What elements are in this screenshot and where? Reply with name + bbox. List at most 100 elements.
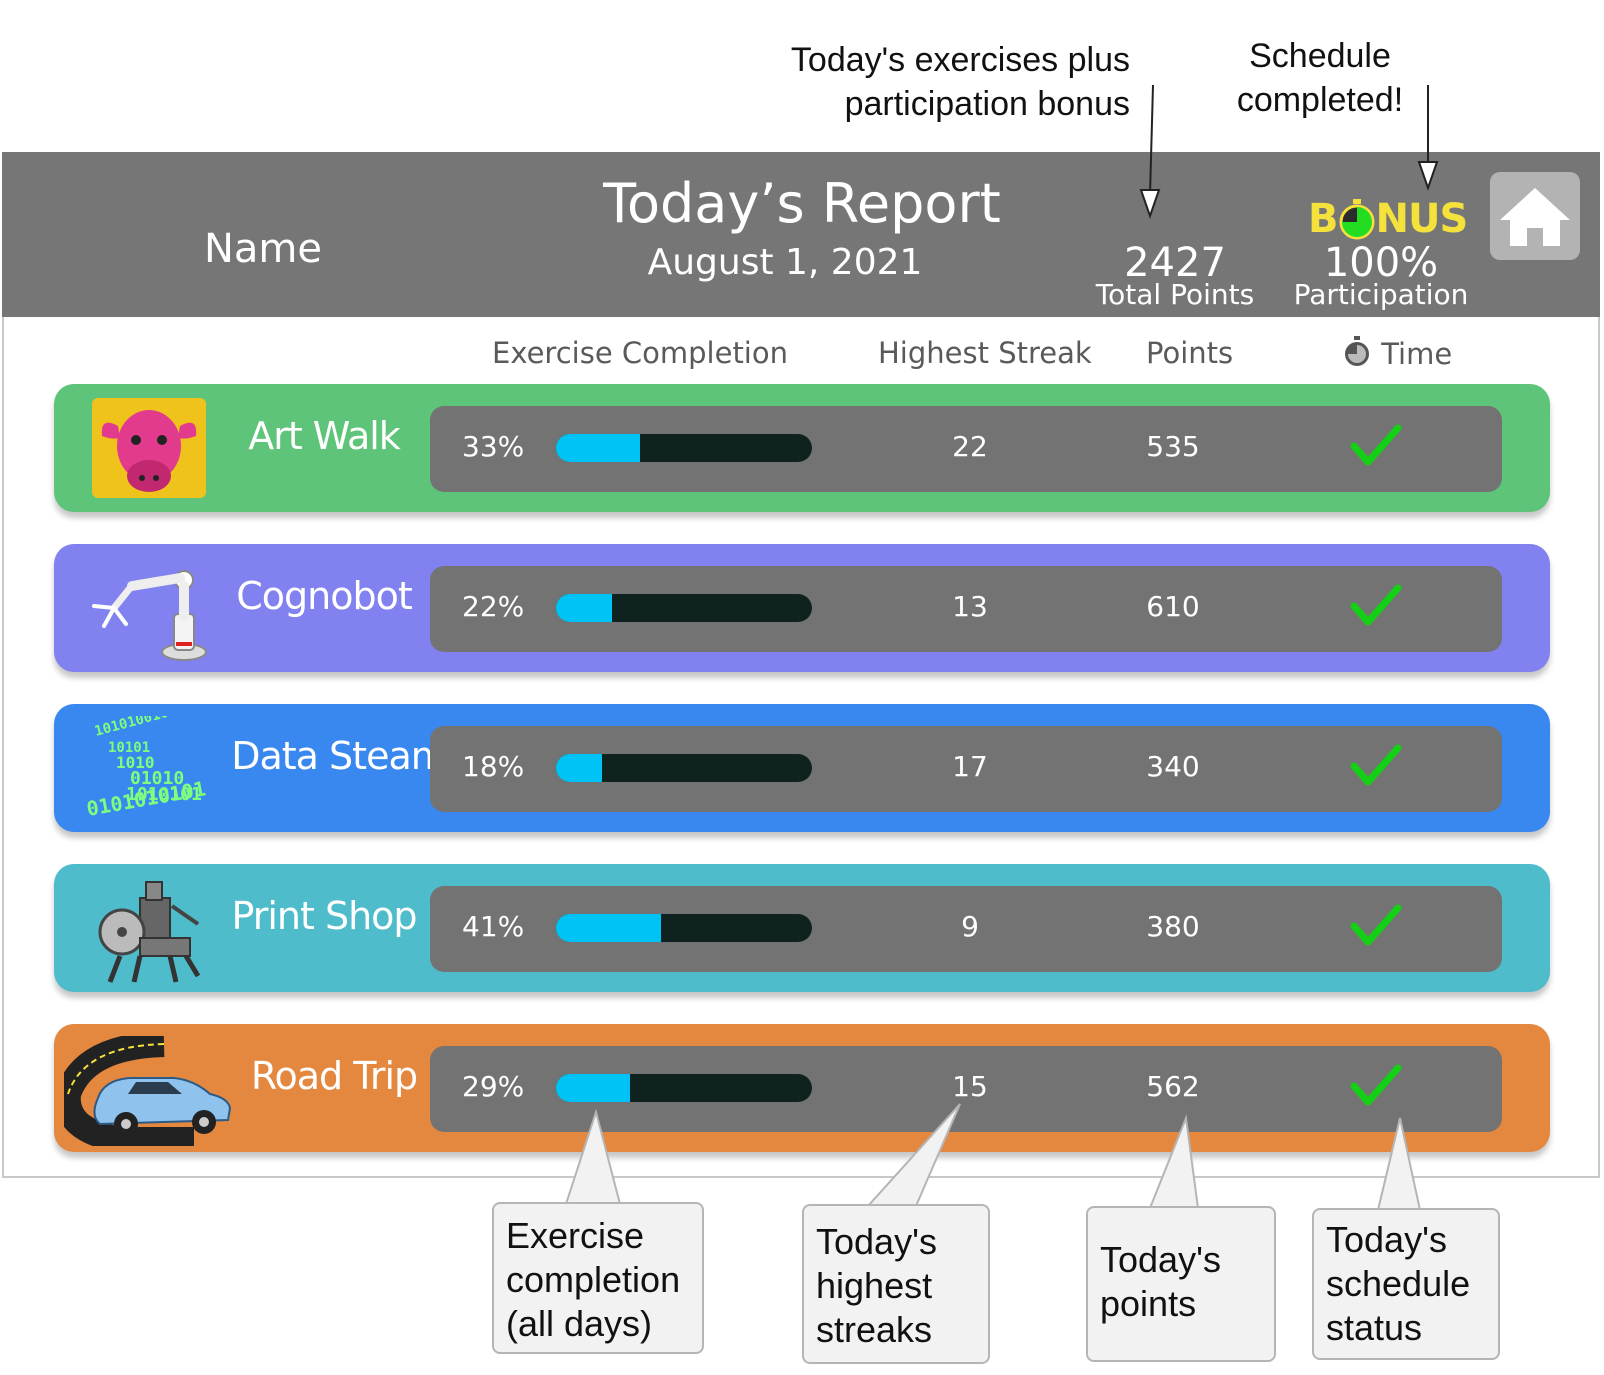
completion-percent: 18%	[462, 750, 525, 783]
activity-row[interactable]: Print Shop 41% 9 380	[54, 864, 1550, 992]
callout-line: highest	[816, 1265, 933, 1306]
highest-streak-value: 17	[952, 750, 988, 783]
robot-arm-icon	[90, 556, 208, 661]
callout-streak: Today's highest streaks	[802, 1204, 990, 1364]
highest-streak-value: 13	[952, 590, 988, 623]
total-points-value: 2427	[1124, 240, 1226, 286]
completion-progress-bar	[556, 914, 812, 942]
participation-label: Participation	[1293, 278, 1469, 311]
checkmark-icon	[1350, 424, 1402, 468]
progress-fill	[556, 594, 613, 622]
total-points-annotation: Today's exercises plus participation bon…	[740, 38, 1130, 126]
svg-text:10101: 10101	[108, 740, 150, 756]
annotation-line: Schedule	[1249, 37, 1391, 75]
progress-fill	[556, 1074, 631, 1102]
activity-name: Art Walk	[248, 414, 401, 458]
completion-percent: 29%	[462, 1070, 525, 1103]
annotation-line: completed!	[1236, 81, 1404, 119]
svg-text:01010: 01010	[130, 768, 184, 789]
checkmark-icon	[1350, 584, 1402, 628]
highest-streak-value: 9	[961, 910, 979, 943]
activity-row[interactable]: Cognobot 22% 13 610	[54, 544, 1550, 672]
callout-points: Today's points	[1086, 1206, 1276, 1362]
activity-row[interactable]: Road Trip 29% 15 562	[54, 1024, 1550, 1152]
pointer-schedule	[1376, 1117, 1422, 1211]
points-value: 610	[1146, 590, 1200, 623]
svg-text:1010101: 1010101	[126, 784, 202, 805]
arrow-head	[1417, 161, 1439, 192]
points-value: 535	[1146, 430, 1200, 463]
binary-stream-icon: 1010100101110001 10101 1010 01010 101010…	[86, 716, 208, 821]
column-header-points: Points	[1146, 336, 1234, 370]
completion-percent: 33%	[462, 430, 525, 463]
completion-progress-bar	[556, 434, 812, 462]
highest-streak-value: 15	[952, 1070, 988, 1103]
completion-progress-bar	[556, 754, 812, 782]
completion-progress-bar	[556, 1074, 812, 1102]
activity-stats: 41% 9 380	[430, 886, 1502, 972]
bonus-badge: B NUS	[1308, 196, 1469, 242]
callout-line: streaks	[816, 1309, 933, 1350]
highest-streak-value: 22	[952, 430, 988, 463]
callout-line: Today's	[1326, 1219, 1447, 1260]
callout-line: schedule	[1326, 1263, 1471, 1304]
progress-fill	[556, 754, 603, 782]
points-value: 380	[1146, 910, 1200, 943]
home-button[interactable]	[1490, 172, 1580, 260]
activity-stats: 33% 22 535	[430, 406, 1502, 492]
activity-name: Print Shop	[231, 894, 417, 938]
home-icon	[1500, 188, 1570, 246]
points-value: 340	[1146, 750, 1200, 783]
checkmark-icon	[1350, 904, 1402, 948]
activity-name: Road Trip	[250, 1054, 418, 1098]
report-header	[2, 152, 1600, 317]
progress-fill	[556, 914, 661, 942]
checkmark-icon	[1350, 1064, 1402, 1108]
points-value: 562	[1146, 1070, 1200, 1103]
callout-line: points	[1100, 1283, 1197, 1324]
activity-stats: 18% 17 340	[430, 726, 1502, 812]
time-label: Time	[1381, 337, 1453, 371]
column-header-completion: Exercise Completion	[492, 336, 788, 370]
callout-line: Today's	[816, 1221, 937, 1262]
activity-name: Cognobot	[236, 574, 413, 618]
callout-line: (all days)	[506, 1303, 653, 1344]
car-road-icon	[64, 1036, 234, 1146]
pointer-points	[1148, 1114, 1200, 1209]
cow-pop-art-icon	[90, 396, 208, 500]
completion-percent: 22%	[462, 590, 525, 623]
callout-completion: Exercise completion (all days)	[492, 1202, 704, 1354]
completion-percent: 41%	[462, 910, 525, 943]
bonus-prefix: B	[1308, 196, 1338, 242]
checkmark-icon	[1350, 744, 1402, 788]
name-column-label: Name	[204, 226, 323, 272]
activity-row[interactable]: 1010100101110001 10101 1010 01010 101010…	[54, 704, 1550, 832]
printing-press-icon	[90, 876, 208, 983]
participation-value: 100%	[1323, 240, 1439, 286]
activity-name: Data Steam	[231, 734, 448, 778]
activity-row[interactable]: Art Walk 33% 22 535	[54, 384, 1550, 512]
activity-stats: 29% 15 562	[430, 1046, 1502, 1132]
total-points-label: Total Points	[1095, 278, 1255, 311]
stopwatch-icon	[1342, 336, 1372, 368]
column-header-time: Time	[1342, 336, 1452, 371]
callout-line: Today's	[1100, 1239, 1221, 1280]
arrow-line	[1149, 84, 1154, 196]
pointer-streak	[865, 1103, 961, 1207]
activity-stats: 22% 13 610	[430, 566, 1502, 652]
report-date: August 1, 2021	[647, 242, 923, 283]
bonus-annotation: Schedule completed!	[1220, 34, 1420, 122]
annotation-line: participation bonus	[844, 85, 1130, 123]
svg-text:1010: 1010	[116, 753, 155, 772]
callout-line: status	[1326, 1307, 1423, 1348]
bonus-suffix: NUS	[1375, 196, 1469, 242]
callout-schedule: Today's schedule status	[1312, 1208, 1500, 1360]
callout-line: completion	[506, 1259, 681, 1300]
callout-line: Exercise	[506, 1215, 645, 1256]
pointer-completion	[564, 1108, 622, 1205]
stopwatch-icon	[1338, 198, 1376, 240]
completion-progress-bar	[556, 594, 812, 622]
page-title: Today’s Report	[603, 172, 1001, 235]
